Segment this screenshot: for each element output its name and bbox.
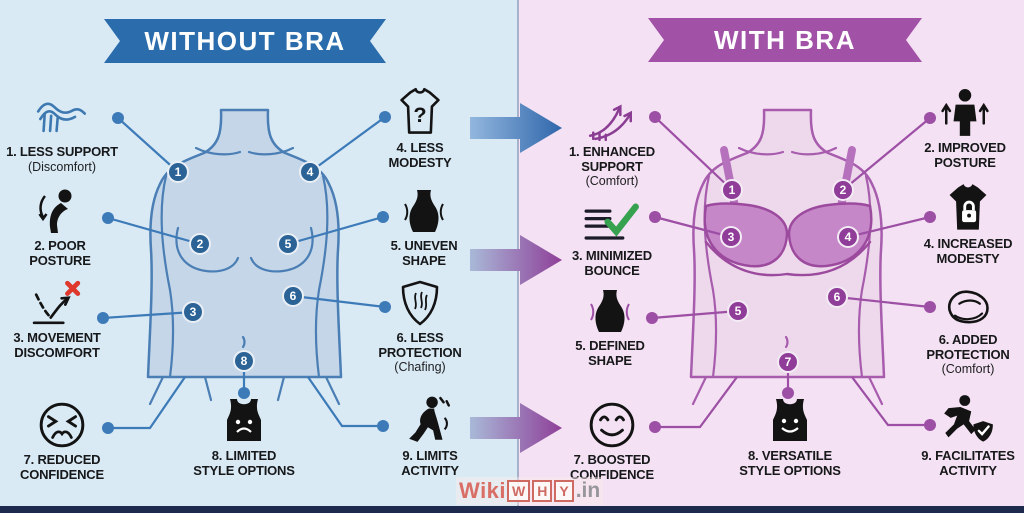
item-label: 9. LIMITS ACTIVITY — [401, 448, 459, 478]
uneven-body-icon — [400, 186, 448, 236]
body-marker-2: 2 — [832, 179, 854, 201]
item-label: 7. BOOSTED CONFIDENCE — [570, 452, 654, 482]
watermark-prefix: Wiki — [459, 478, 507, 503]
item-versatile-style: 8. VERSATILE STYLE OPTIONS — [732, 396, 848, 478]
watermark: Wiki W H Y .in — [456, 477, 604, 505]
item-label: 6. ADDED PROTECTION — [926, 332, 1010, 362]
body-marker-6: 6 — [826, 286, 848, 308]
sad-tanktop-icon — [220, 396, 268, 446]
check-lines-icon — [584, 196, 640, 246]
body-marker-1: 1 — [167, 161, 189, 183]
item-enhanced-support: 1. ENHANCED SUPPORT (Comfort) — [556, 92, 668, 188]
body-marker-3: 3 — [720, 226, 742, 248]
kneeling-person-icon — [405, 396, 455, 446]
hunched-person-icon — [36, 186, 84, 236]
item-boosted-confidence: 7. BOOSTED CONFIDENCE — [552, 400, 672, 482]
body-marker-1: 1 — [721, 179, 743, 201]
bra-pad-icon — [942, 280, 994, 330]
svg-text:?: ? — [413, 102, 426, 127]
watermark-letter-box: H — [532, 480, 553, 502]
item-improved-posture: 2. IMPROVED POSTURE — [910, 88, 1020, 170]
shield-chafing-icon — [396, 278, 444, 328]
with-bra-title: WITH BRA — [714, 24, 856, 55]
item-sublabel: (Comfort) — [941, 362, 995, 377]
bottom-border-bar — [0, 506, 1024, 513]
happy-tanktop-icon — [766, 396, 814, 446]
item-label: 1. ENHANCED SUPPORT — [569, 144, 655, 174]
item-increased-modesty: 4. INCREASED MODESTY — [910, 184, 1024, 266]
watermark-letter-box: Y — [554, 480, 574, 502]
item-sublabel: (Discomfort) — [27, 159, 97, 174]
without-bra-banner: WITHOUT BRA — [104, 19, 386, 63]
item-uneven-shape: 5. UNEVEN SHAPE — [374, 186, 474, 268]
item-less-modesty: ? 4. LESS MODESTY — [370, 87, 470, 170]
item-label: 9. FACILITATES ACTIVITY — [921, 448, 1015, 478]
sagging-curves-icon — [36, 92, 88, 142]
item-label: 1. LESS SUPPORT — [6, 144, 118, 159]
item-label: 7. REDUCED CONFIDENCE — [20, 452, 104, 482]
rising-support-icon — [586, 92, 638, 142]
watermark-letter-box: W — [507, 480, 531, 502]
runner-shield-icon — [942, 395, 994, 446]
bounce-blocked-icon — [32, 278, 82, 328]
item-movement-discomfort: 3. MOVEMENT DISCOMFORT — [0, 278, 117, 360]
item-facilitates-activity: 9. FACILITATES ACTIVITY — [910, 395, 1024, 478]
item-label: 2. IMPROVED POSTURE — [924, 140, 1006, 170]
item-less-support: 1. LESS SUPPORT (Discomfort) — [0, 92, 127, 174]
item-label: 6. LESS PROTECTION — [378, 330, 462, 360]
item-less-protection: 6. LESS PROTECTION (Chafing) — [360, 278, 480, 374]
item-sublabel: (Comfort) — [585, 174, 639, 189]
without-bra-title: WITHOUT BRA — [144, 25, 346, 56]
body-marker-5: 5 — [727, 300, 749, 322]
body-marker-3: 3 — [182, 301, 204, 323]
watermark-suffix: .in — [575, 479, 601, 502]
item-label: 3. MOVEMENT DISCOMFORT — [13, 330, 101, 360]
item-label: 4. LESS MODESTY — [388, 140, 452, 170]
item-label: 5. DEFINED SHAPE — [575, 338, 645, 368]
body-marker-5: 5 — [277, 233, 299, 255]
item-label: 5. UNEVEN SHAPE — [390, 238, 458, 268]
body-marker-2: 2 — [189, 233, 211, 255]
smiley-face-icon — [587, 400, 637, 450]
item-reduced-confidence: 7. REDUCED CONFIDENCE — [2, 400, 122, 482]
upright-person-icon — [940, 88, 990, 138]
item-label: 8. VERSATILE STYLE OPTIONS — [739, 448, 841, 478]
body-marker-8: 8 — [233, 350, 255, 372]
body-marker-4: 4 — [837, 226, 859, 248]
item-sublabel: (Chafing) — [394, 360, 446, 375]
item-label: 4. INCREASED MODESTY — [923, 236, 1013, 266]
body-marker-4: 4 — [299, 161, 321, 183]
with-bra-banner: WITH BRA — [648, 18, 922, 62]
tshirt-question-icon: ? — [394, 87, 446, 138]
item-minimized-bounce: 3. MINIMIZED BOUNCE — [557, 196, 667, 278]
item-limited-style: 8. LIMITED STYLE OPTIONS — [192, 396, 296, 478]
item-poor-posture: 2. POOR POSTURE — [15, 186, 105, 268]
item-limits-activity: 9. LIMITS ACTIVITY — [380, 396, 480, 478]
item-label: 3. MINIMIZED BOUNCE — [572, 248, 652, 278]
body-marker-6: 6 — [282, 285, 304, 307]
tshirt-lock-icon — [942, 184, 994, 234]
item-added-protection: 6. ADDED PROTECTION (Comfort) — [910, 280, 1024, 376]
body-marker-7: 7 — [777, 351, 799, 373]
item-label: 2. POOR POSTURE — [29, 238, 91, 268]
defined-body-icon — [586, 286, 634, 336]
item-label: 8. LIMITED STYLE OPTIONS — [193, 448, 295, 478]
distressed-face-icon — [37, 400, 87, 450]
item-defined-shape: 5. DEFINED SHAPE — [560, 286, 660, 368]
